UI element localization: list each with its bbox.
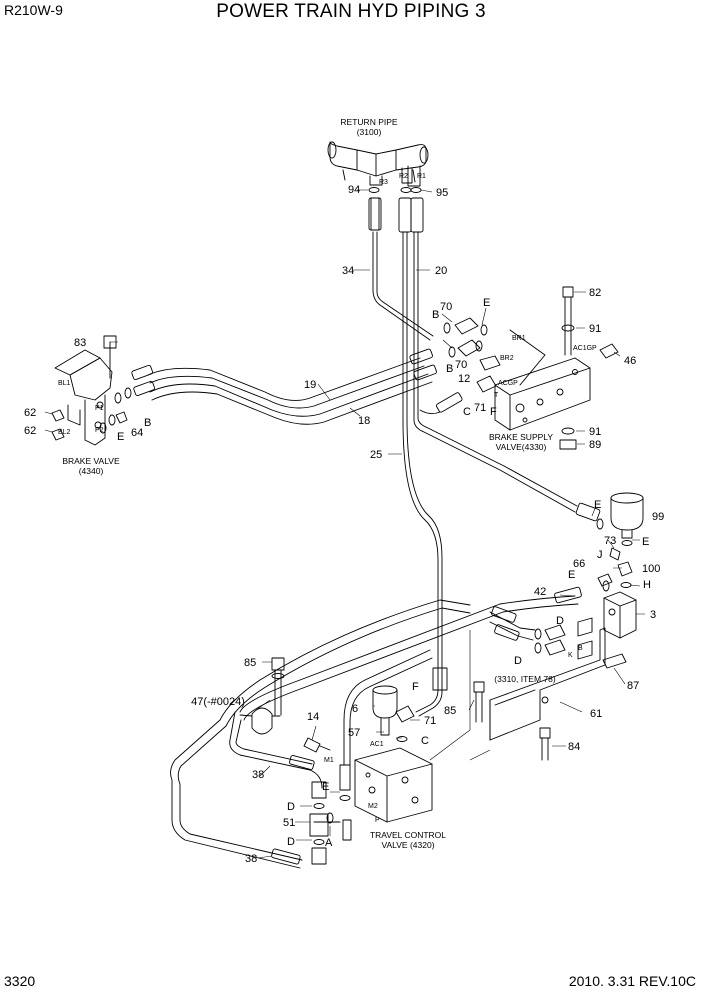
callout-c85b: 85 (444, 705, 456, 717)
port-pM1: M1 (324, 757, 334, 764)
callout-cC1: C (463, 406, 471, 418)
callout-c18: 18 (358, 415, 370, 427)
port-pR2: R2 (399, 173, 408, 180)
port-pBL2: BL2 (58, 429, 71, 436)
callout-cF1: F (490, 406, 497, 418)
accumulator-99 (610, 492, 644, 539)
brake-supply-valve (494, 329, 591, 431)
return-pipe-assembly (327, 141, 429, 187)
brake-valve-caption: BRAKE VALVE(4340) (62, 456, 120, 476)
callout-cA: A (325, 837, 333, 849)
callout-cBb: B (446, 363, 453, 375)
port-pR1: R1 (417, 173, 426, 180)
callout-cEd: E (642, 536, 649, 548)
callout-c84: 84 (568, 741, 580, 753)
port-pP2: P2 (95, 427, 104, 434)
callout-c73: 73 (604, 535, 616, 547)
callout-c51: 51 (283, 817, 295, 829)
callout-cEf: E (322, 781, 329, 793)
callout-c20: 20 (435, 265, 447, 277)
callout-c62a: 62 (24, 407, 36, 419)
port-pAC1: AC1 (370, 741, 384, 748)
callout-cBa: B (432, 309, 439, 321)
callout-c94: 94 (348, 184, 360, 196)
callout-c38a: 38 (252, 769, 264, 781)
callout-c71b: 71 (424, 715, 436, 727)
callout-cEc: E (594, 499, 601, 511)
callout-c6: 6 (352, 703, 358, 715)
port-pAC1GP: AC1GP (573, 345, 597, 352)
callout-c34: 34 (342, 265, 354, 277)
callout-c57: 57 (348, 727, 360, 739)
callout-c12: 12 (458, 373, 470, 385)
callout-c100: 100 (642, 563, 660, 575)
callout-cDd: D (287, 836, 295, 848)
block-3 (603, 591, 637, 639)
item-47-label: 47(-#0024) (191, 696, 245, 708)
page-number: 3320 (4, 973, 36, 989)
callout-c85a: 85 (244, 657, 256, 669)
callout-c3: 3 (650, 609, 656, 621)
ref-3310-caption: (3310, ITEM 78) (494, 674, 556, 684)
port-pACGP: ACGP (498, 380, 518, 387)
callout-c25: 25 (370, 449, 382, 461)
callout-c71a: 71 (474, 402, 486, 414)
port-pR3: R3 (379, 179, 388, 186)
callout-cDb: D (514, 655, 522, 667)
callout-c19: 19 (304, 379, 316, 391)
port-pP: P (375, 817, 380, 824)
callout-c46: 46 (624, 355, 636, 367)
callout-c91b: 91 (589, 426, 601, 438)
port-pB: B (578, 645, 583, 652)
callout-cDc: D (287, 801, 295, 813)
return-pipe-caption: RETURN PIPE(3100) (340, 117, 397, 137)
callout-c64: 64 (131, 427, 143, 439)
callout-c70b: 70 (455, 359, 467, 371)
callout-cF2: F (412, 681, 419, 693)
port-pK: K (568, 652, 573, 659)
callout-c70a: 70 (440, 301, 452, 313)
callout-c82: 82 (589, 287, 601, 299)
callout-c61: 61 (590, 708, 602, 720)
revision-date: 2010. 3.31 REV.10C (568, 973, 696, 989)
callout-cDa: D (556, 615, 564, 627)
callout-c83: 83 (74, 337, 86, 349)
model-code: R210W-9 (4, 2, 63, 18)
callout-c38b: 38 (245, 853, 257, 865)
port-pBR1: BR1 (512, 335, 526, 342)
callout-c95: 95 (436, 187, 448, 199)
callout-c87: 87 (627, 680, 639, 692)
callout-c62b: 62 (24, 425, 36, 437)
callout-c14: 14 (307, 711, 319, 723)
callout-cC2: C (421, 735, 429, 747)
callout-cEa: E (483, 297, 490, 309)
callout-cJ: J (597, 549, 603, 561)
port-pM2: M2 (368, 803, 378, 810)
callout-c42: 42 (534, 586, 546, 598)
callout-cBc: B (144, 417, 151, 429)
callout-cEb: E (117, 431, 124, 443)
callout-cEe: E (568, 569, 575, 581)
callout-c66: 66 (573, 558, 585, 570)
travel-control-valve (354, 747, 433, 823)
port-pP1: P1 (95, 405, 104, 412)
callout-c91a: 91 (589, 323, 601, 335)
port-pBR2: BR2 (500, 355, 514, 362)
callout-c99: 99 (652, 511, 664, 523)
callout-c89: 89 (589, 439, 601, 451)
port-pBL1: BL1 (58, 380, 71, 387)
bracket-61 (489, 627, 606, 741)
port-pT: T (494, 392, 499, 399)
page-title: POWER TRAIN HYD PIPING 3 (216, 1, 486, 22)
callout-cH: H (643, 579, 651, 591)
